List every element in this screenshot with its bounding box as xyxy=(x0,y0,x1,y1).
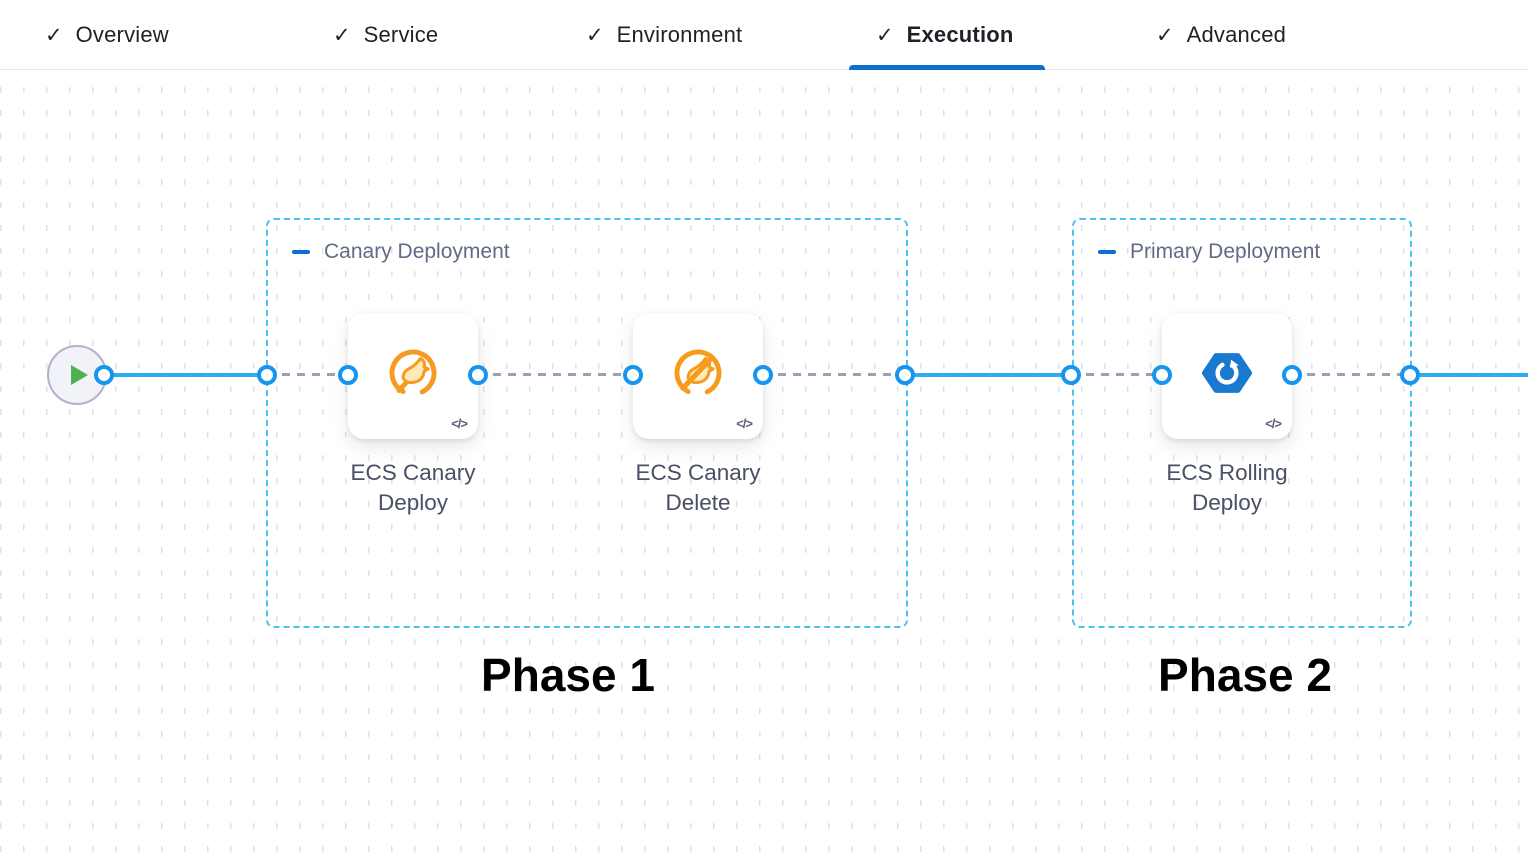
step-card-ecs-canary-deploy[interactable]: </> xyxy=(348,313,478,439)
tab-label: Advanced xyxy=(1186,22,1287,47)
connector-line xyxy=(905,373,1071,377)
canary-deploy-icon xyxy=(389,349,437,397)
collapse-icon[interactable] xyxy=(1098,250,1116,254)
check-icon: ✓ xyxy=(586,23,604,47)
connector-port[interactable] xyxy=(753,365,773,385)
tab-label: Overview xyxy=(75,22,169,47)
step-label: ECS Rolling Deploy xyxy=(1166,460,1288,515)
play-icon xyxy=(71,365,88,385)
connector-line-dashed xyxy=(267,373,348,376)
tab-label: Environment xyxy=(616,22,743,47)
connector-port[interactable] xyxy=(1282,365,1302,385)
check-icon: ✓ xyxy=(876,23,894,47)
connector-line-dashed xyxy=(763,373,905,376)
connector-port[interactable] xyxy=(257,365,277,385)
connector-line-dashed xyxy=(478,373,633,376)
connector-port[interactable] xyxy=(468,365,488,385)
tab-service[interactable]: ✓ Service xyxy=(333,0,438,70)
step-card-ecs-canary-delete[interactable]: </> xyxy=(633,313,763,439)
connector-port[interactable] xyxy=(338,365,358,385)
step-label: ECS Canary Deploy xyxy=(350,460,476,515)
code-icon: </> xyxy=(736,416,753,431)
group-title: Primary Deployment xyxy=(1130,240,1321,263)
collapse-icon[interactable] xyxy=(292,250,310,254)
tab-execution[interactable]: ✓ Execution xyxy=(849,0,1044,70)
tab-label: Service xyxy=(363,22,439,47)
ecs-rolling-deploy-icon xyxy=(1201,353,1253,393)
group-title: Canary Deployment xyxy=(324,240,510,263)
check-icon: ✓ xyxy=(333,23,351,47)
connector-line-dashed xyxy=(1071,373,1162,376)
group-header[interactable]: Canary Deployment xyxy=(292,240,510,264)
check-icon: ✓ xyxy=(45,23,63,47)
group-header[interactable]: Primary Deployment xyxy=(1098,240,1320,264)
canary-delete-icon xyxy=(674,349,722,397)
code-icon: </> xyxy=(1265,416,1282,431)
connector-line xyxy=(104,373,267,377)
connector-port[interactable] xyxy=(1061,365,1081,385)
pipeline-canvas[interactable]: Canary Deployment Primary Deployment </>… xyxy=(0,70,1528,858)
connector-line xyxy=(1410,373,1528,377)
stage-config-tabbar: ✓ Overview ✓ Service ✓ Environment ✓ Exe… xyxy=(0,0,1528,70)
connector-port[interactable] xyxy=(895,365,915,385)
tab-environment[interactable]: ✓ Environment xyxy=(586,0,742,70)
step-label: ECS Canary Delete xyxy=(635,460,761,515)
phase-annotation: Phase 1 xyxy=(481,649,655,701)
code-icon: </> xyxy=(451,416,468,431)
tab-overview[interactable]: ✓ Overview xyxy=(45,0,169,70)
tab-advanced[interactable]: ✓ Advanced xyxy=(1156,0,1286,70)
check-icon: ✓ xyxy=(1156,23,1174,47)
connector-port[interactable] xyxy=(1400,365,1420,385)
group-primary-deployment[interactable]: Primary Deployment xyxy=(1072,218,1412,628)
connector-line-dashed xyxy=(1292,373,1410,376)
connector-port[interactable] xyxy=(623,365,643,385)
connector-port[interactable] xyxy=(94,365,114,385)
group-canary-deployment[interactable]: Canary Deployment xyxy=(266,218,908,628)
step-card-ecs-rolling-deploy[interactable]: </> xyxy=(1162,313,1292,439)
phase-annotation: Phase 2 xyxy=(1158,649,1332,701)
tab-label: Execution xyxy=(906,22,1014,47)
connector-port[interactable] xyxy=(1152,365,1172,385)
